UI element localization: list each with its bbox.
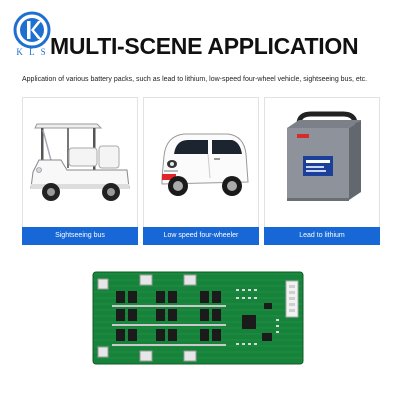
brand-logo-icon bbox=[13, 11, 51, 49]
golf-cart-icon bbox=[30, 123, 130, 201]
scene-card-low-speed-four-wheeler: Low speed four-wheeler bbox=[143, 97, 259, 245]
scene-panels: Sightseeing bus Low speed four-wheeler bbox=[22, 97, 380, 245]
scene-card-lead-to-lithium: Lead to lithium bbox=[264, 97, 380, 245]
scene-caption: Sightseeing bus bbox=[22, 227, 138, 245]
scene-card-sightseeing-bus: Sightseeing bus bbox=[22, 97, 138, 245]
scene-caption: Low speed four-wheeler bbox=[143, 227, 259, 245]
page-subtitle: Application of various battery packs, su… bbox=[22, 76, 368, 83]
page-title: MULTI-SCENE APPLICATION bbox=[50, 33, 359, 59]
scene-caption: Lead to lithium bbox=[264, 227, 380, 245]
brand-logo-text: K L S bbox=[16, 47, 48, 57]
mini-car-icon bbox=[161, 133, 249, 196]
battery-pack-icon bbox=[287, 111, 361, 201]
bms-board-icon bbox=[92, 271, 304, 365]
